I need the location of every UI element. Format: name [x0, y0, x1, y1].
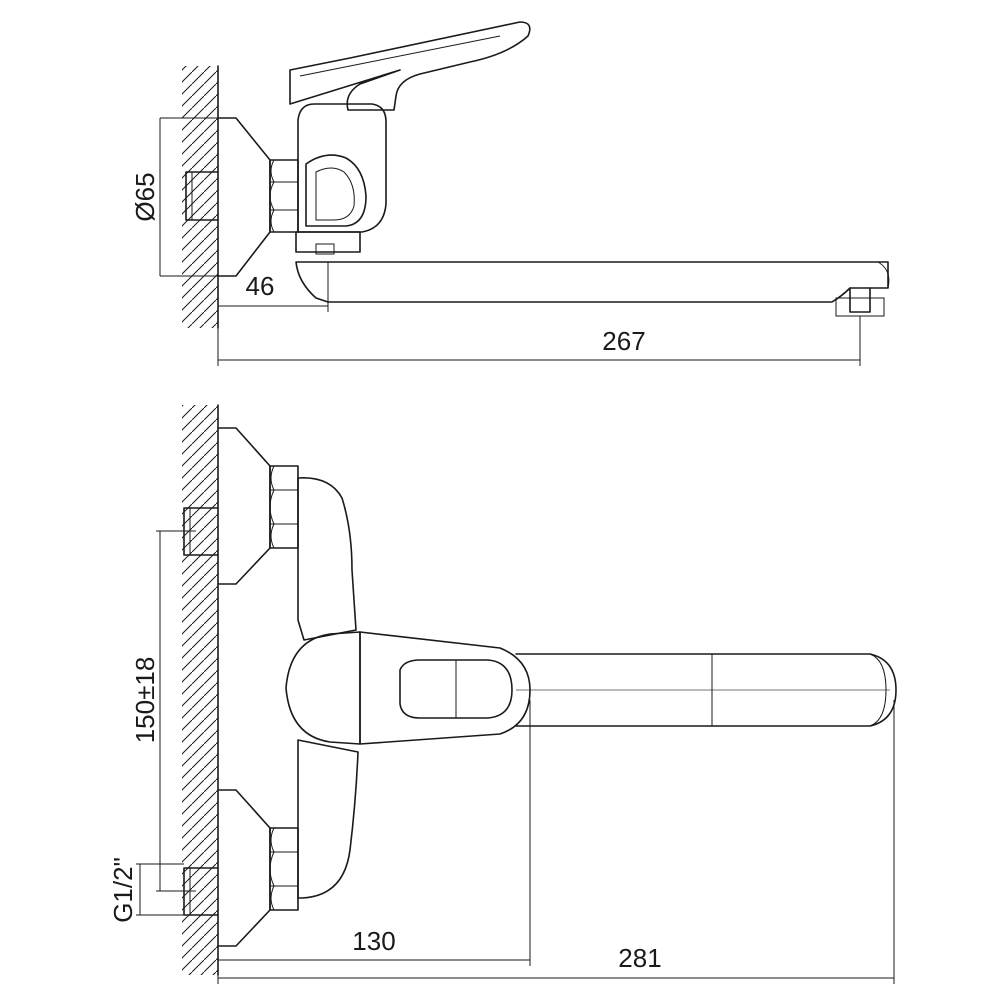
hex-nut-top: [269, 159, 299, 233]
dimension-wall-offset: 46: [218, 262, 329, 312]
escutcheon-top: [217, 117, 271, 277]
dimension-label-wall-offset: 46: [246, 271, 275, 301]
dimension-thread: G1/2": [108, 857, 184, 923]
dimension-label-body-reach: 130: [352, 926, 395, 956]
faucet-body-top: [295, 103, 387, 255]
dimension-spout-reach: 267: [217, 316, 861, 366]
lever-handle-bottom: [359, 631, 531, 745]
spout-bottom: [515, 653, 897, 727]
dimension-label-thread: G1/2": [108, 857, 138, 923]
cartridge-body: [285, 631, 361, 745]
inlet-pipe-top: [185, 171, 219, 221]
dimension-spacing: 150±18: [130, 530, 196, 892]
dimension-diameter: Ø65: [130, 117, 236, 277]
dimension-label-diameter: Ø65: [130, 172, 160, 221]
dimension-total-reach: 281: [217, 700, 895, 984]
dimension-body-reach: 130: [218, 700, 531, 966]
mixer-body-bottom: [297, 477, 359, 899]
dimension-label-spacing: 150±18: [130, 657, 160, 744]
wall-hatching-top: [182, 65, 219, 329]
spout-top: [295, 261, 890, 317]
wall-hatching-bottom: [182, 404, 219, 976]
lever-handle-top: [289, 21, 531, 111]
dimension-label-total-reach: 281: [618, 943, 661, 973]
dimension-label-spout-reach: 267: [602, 326, 645, 356]
front-view: 150±18 G1/2" 130 281: [108, 404, 897, 984]
side-view: Ø65 46 267: [130, 21, 890, 366]
